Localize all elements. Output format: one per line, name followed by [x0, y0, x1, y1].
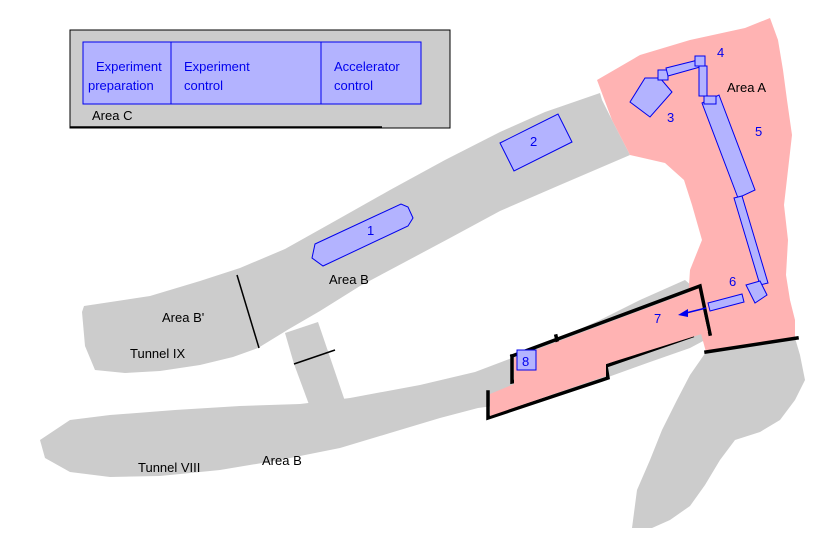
right-tunnel — [632, 338, 805, 528]
equipment-6-shape[interactable] — [745, 280, 768, 304]
area-c-label: Area C — [92, 108, 132, 123]
equipment — [311, 55, 769, 371]
equipment-4-bend — [694, 55, 706, 67]
area-a-label: Area A — [727, 80, 766, 95]
room-3-line1: Accelerator — [334, 59, 400, 74]
control-room-labels: Experiment preparation Experiment contro… — [88, 59, 400, 93]
room-accelerator-control[interactable] — [320, 41, 422, 105]
area-b-divider-lines — [236, 274, 336, 365]
room-experiment-control[interactable] — [170, 41, 322, 105]
room-2-line2: control — [184, 78, 223, 93]
area-b-upper-label: Area B — [329, 272, 369, 287]
control-rooms — [82, 41, 422, 105]
area-labels: Area C Area A Area B Area B' Tunnel IX T… — [92, 80, 766, 475]
room-1-line1: Experiment — [96, 59, 162, 74]
equipment-4-bend-2 — [698, 65, 708, 97]
equipment-3-label: 3 — [667, 110, 674, 125]
area-b-lower-label: Area B — [262, 453, 302, 468]
tunnel-ix-label: Tunnel IX — [130, 346, 185, 361]
beam-arrow-7-head — [678, 309, 688, 317]
corridor-fill — [490, 289, 708, 416]
area-b-prime-label: Area B' — [162, 310, 204, 325]
equipment-8-label: 8 — [522, 354, 529, 369]
room-2-line1: Experiment — [184, 59, 250, 74]
equipment-7-label: 7 — [654, 311, 661, 326]
equipment-number-labels: 1 2 3 4 5 6 7 8 — [367, 45, 762, 369]
equipment-6-beamline[interactable] — [707, 293, 745, 312]
equipment-2-shape[interactable] — [499, 113, 573, 172]
equipment-6-label: 6 — [729, 274, 736, 289]
room-3-line2: control — [334, 78, 373, 93]
equipment-4-label: 4 — [717, 45, 724, 60]
equipment-1-label: 1 — [367, 223, 374, 238]
equipment-5-cap — [703, 95, 717, 105]
equipment-5-beamline[interactable] — [733, 195, 769, 286]
equipment-1-shape[interactable] — [311, 203, 414, 267]
equipment-8-shape[interactable] — [516, 349, 537, 371]
beam-arrow-7-line — [685, 307, 707, 314]
connector-passage — [285, 322, 348, 418]
room-1-line2: preparation — [88, 78, 154, 93]
tunnel-viii-label: Tunnel VIII — [138, 460, 200, 475]
lower-tunnel — [40, 280, 705, 477]
equipment-2-label: 2 — [530, 134, 537, 149]
room-experiment-preparation[interactable] — [82, 41, 172, 105]
equipment-5-label: 5 — [755, 124, 762, 139]
